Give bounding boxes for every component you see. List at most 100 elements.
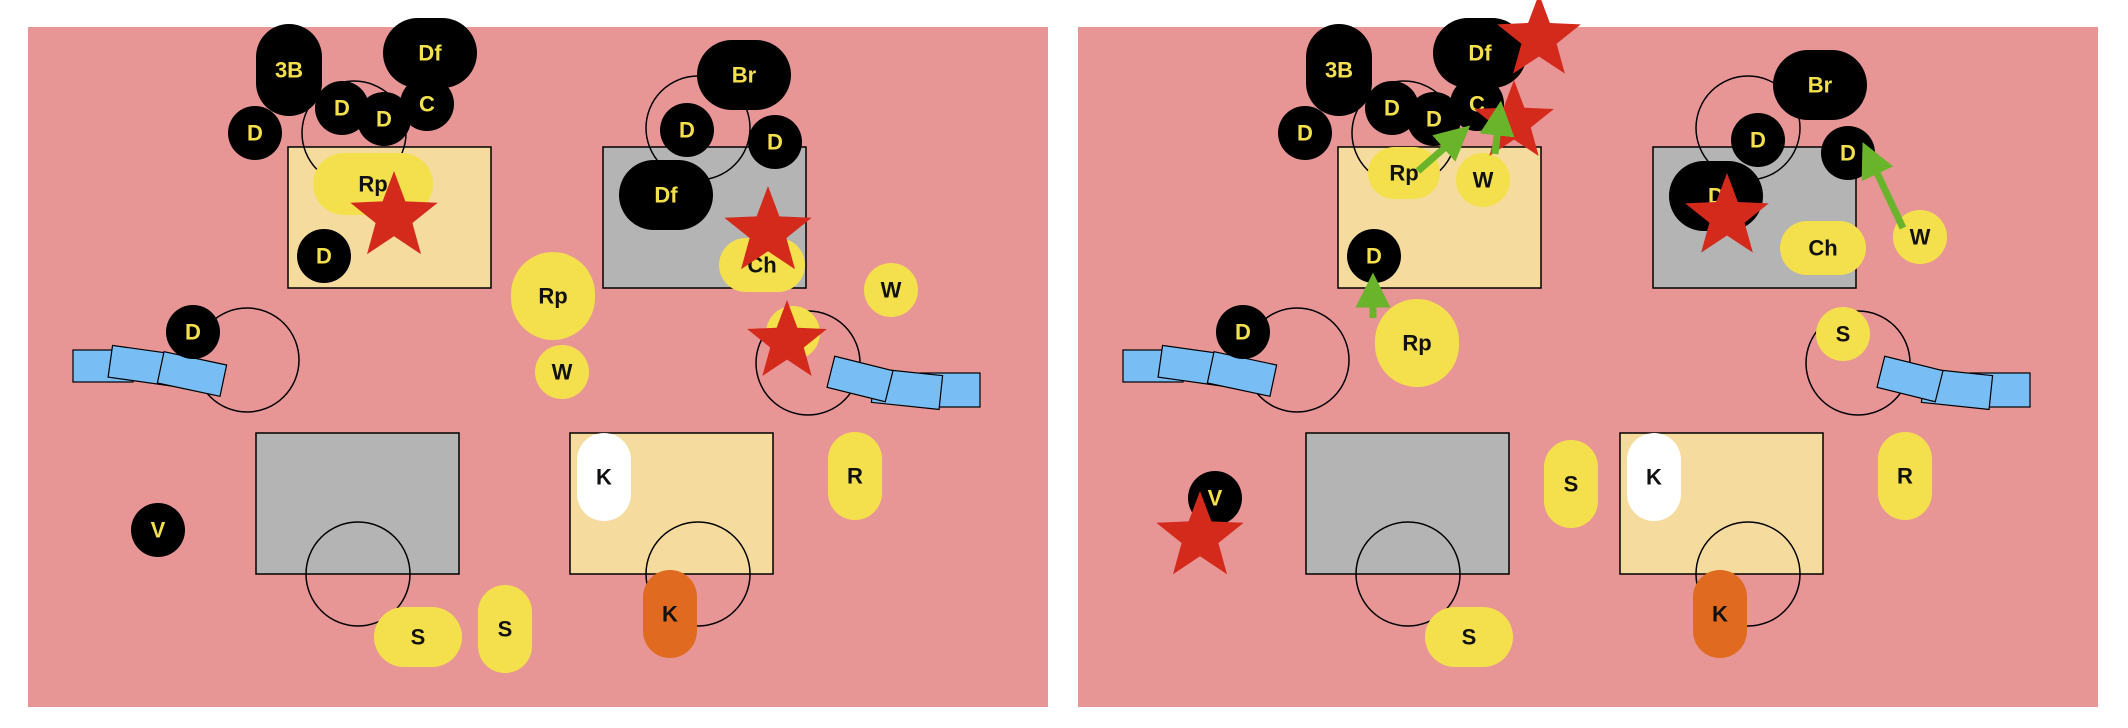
zone-box xyxy=(1305,432,1510,575)
player-token-d[interactable]: D xyxy=(660,103,714,157)
player-token-d[interactable]: D xyxy=(315,81,369,135)
token-body xyxy=(643,570,697,658)
player-token-d[interactable]: D xyxy=(297,229,351,283)
token-body xyxy=(478,585,532,673)
token-body xyxy=(864,263,918,317)
star-marker xyxy=(1156,491,1244,575)
player-token-s[interactable]: S xyxy=(374,607,462,667)
token-body xyxy=(1456,153,1510,207)
movement-arrow xyxy=(1479,100,1515,155)
player-token-k[interactable]: K xyxy=(643,570,697,658)
token-label: D xyxy=(1235,320,1251,345)
token-label: Df xyxy=(418,41,442,66)
player-token-d[interactable]: D xyxy=(357,92,411,146)
player-token-v[interactable]: V xyxy=(131,503,185,557)
player-token-w[interactable]: W xyxy=(535,345,589,399)
circle-marking xyxy=(305,521,411,627)
token-label: Rp xyxy=(1402,331,1431,356)
player-token-d[interactable]: D xyxy=(228,106,282,160)
player-token-w[interactable]: W xyxy=(1456,153,1510,207)
player-token-br[interactable]: Br xyxy=(1773,50,1867,120)
star-marker xyxy=(350,171,438,255)
token-body xyxy=(1347,229,1401,283)
token-label: D xyxy=(376,107,392,132)
token-label: D xyxy=(1750,128,1766,153)
token-label: W xyxy=(1910,225,1931,250)
token-body xyxy=(1368,147,1440,199)
token-body xyxy=(748,115,802,169)
token-label: K xyxy=(1646,465,1662,490)
token-body xyxy=(1306,24,1372,116)
player-token-c[interactable]: C xyxy=(400,77,454,131)
player-token-k[interactable]: K xyxy=(1693,570,1747,658)
token-body xyxy=(577,433,631,521)
player-token-br[interactable]: Br xyxy=(697,40,791,110)
player-token-rp[interactable]: Rp xyxy=(1375,299,1459,387)
player-token-w[interactable]: W xyxy=(864,263,918,317)
token-body xyxy=(828,432,882,520)
player-token-d[interactable]: D xyxy=(166,305,220,359)
token-body xyxy=(1365,81,1419,135)
token-body xyxy=(1544,440,1598,528)
player-token-d[interactable]: D xyxy=(1278,106,1332,160)
token-body xyxy=(1693,570,1747,658)
token-label: S xyxy=(1462,625,1477,650)
player-token-d[interactable]: D xyxy=(1216,305,1270,359)
token-label: 3B xyxy=(275,58,303,83)
bench-block xyxy=(826,355,894,403)
player-token-rp[interactable]: Rp xyxy=(511,252,595,340)
token-label: 3B xyxy=(1325,58,1353,83)
player-token-s[interactable]: S xyxy=(1425,607,1513,667)
player-token-3b[interactable]: 3B xyxy=(1306,24,1372,116)
player-token-d[interactable]: D xyxy=(1731,113,1785,167)
token-body xyxy=(1731,113,1785,167)
player-token-df[interactable]: Df xyxy=(383,18,477,88)
token-label: D xyxy=(185,320,201,345)
player-token-df[interactable]: Df xyxy=(1433,18,1527,88)
token-body xyxy=(1433,18,1527,88)
player-token-d[interactable]: D xyxy=(748,115,802,169)
token-label: D xyxy=(1366,244,1382,269)
token-label: Ch xyxy=(1808,236,1837,261)
star-marker xyxy=(1497,0,1581,74)
movement-arrow xyxy=(1861,142,1907,230)
token-label: V xyxy=(151,518,166,543)
token-label: D xyxy=(1297,121,1313,146)
token-body xyxy=(228,106,282,160)
token-label: D xyxy=(334,96,350,121)
player-token-rp[interactable]: Rp xyxy=(1368,147,1440,199)
token-body xyxy=(383,18,477,88)
token-body xyxy=(400,77,454,131)
player-token-d[interactable]: D xyxy=(1347,229,1401,283)
player-token-ch[interactable]: Ch xyxy=(1780,221,1866,275)
player-token-k[interactable]: K xyxy=(577,433,631,521)
token-label: V xyxy=(1208,486,1223,511)
token-body xyxy=(256,24,322,116)
player-token-s[interactable]: S xyxy=(478,585,532,673)
token-body xyxy=(1773,50,1867,120)
player-token-d[interactable]: D xyxy=(1821,126,1875,180)
player-token-s[interactable]: S xyxy=(1544,440,1598,528)
player-token-r[interactable]: R xyxy=(1878,432,1932,520)
token-label: S xyxy=(1836,322,1851,347)
player-token-w[interactable]: W xyxy=(1893,210,1947,264)
player-token-3b[interactable]: 3B xyxy=(256,24,322,116)
token-label: Df xyxy=(654,183,678,208)
token-label: Br xyxy=(732,63,757,88)
player-token-r[interactable]: R xyxy=(828,432,882,520)
token-body xyxy=(1375,299,1459,387)
token-body xyxy=(1216,305,1270,359)
token-label: R xyxy=(1897,464,1913,489)
token-label: D xyxy=(679,118,695,143)
token-label: Rp xyxy=(538,284,567,309)
star-marker xyxy=(1685,173,1769,253)
player-token-k[interactable]: K xyxy=(1627,433,1681,521)
player-token-d[interactable]: D xyxy=(1365,81,1419,135)
player-token-df[interactable]: Df xyxy=(619,160,713,230)
token-label: K xyxy=(596,465,612,490)
token-label: S xyxy=(1564,472,1579,497)
player-token-s[interactable]: S xyxy=(1816,307,1870,361)
circle-marking xyxy=(645,521,751,627)
